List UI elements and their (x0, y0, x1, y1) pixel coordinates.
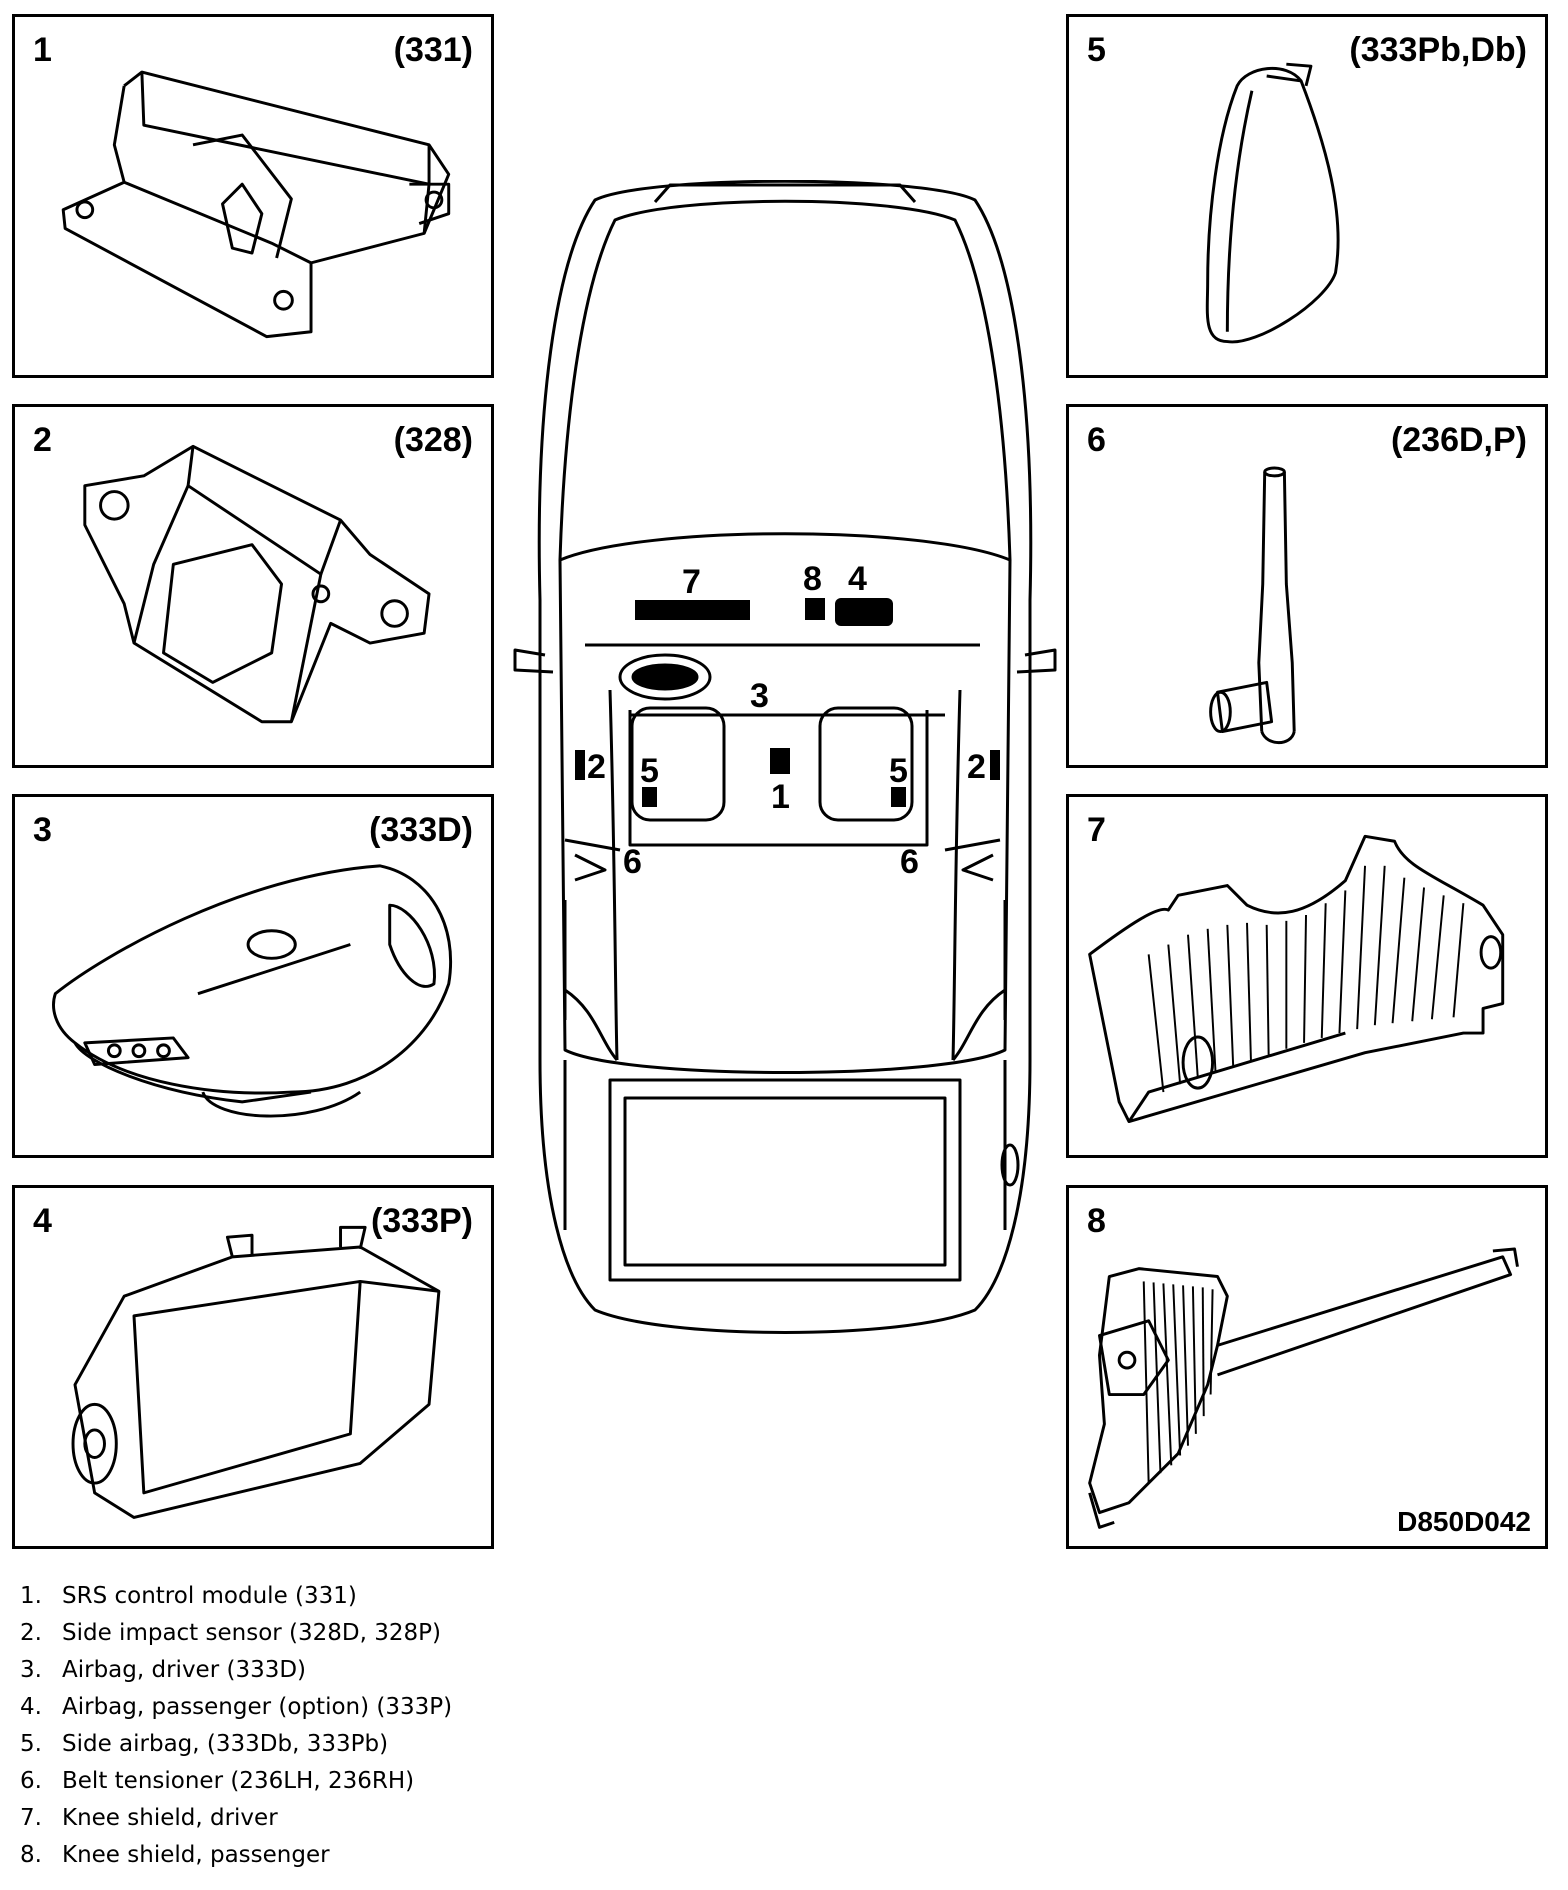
car-top-view-diagram: 7 8 4 3 2 2 5 5 1 6 6 (513, 180, 1057, 1334)
legend-text: Airbag, driver (333D) (62, 1657, 307, 1683)
legend-text: Knee shield, passenger (62, 1842, 330, 1868)
component-code: (236D,P) (1390, 421, 1527, 459)
legend-text: SRS control module (331) (62, 1583, 357, 1609)
legend-text: Side airbag, (333Db, 333Pb) (62, 1731, 389, 1757)
control-module-marker (770, 748, 790, 774)
side-sensor-right-marker (990, 750, 1000, 780)
component-code: (333Pb,Db) (1349, 31, 1527, 69)
panel-number: 3 (33, 811, 52, 849)
car-label-1: 1 (771, 778, 790, 816)
knee-shield-driver-marker (635, 600, 750, 620)
car-label-6-right: 6 (900, 843, 919, 881)
component-code: (328) (393, 421, 473, 459)
car-label-6-left: 6 (623, 843, 642, 881)
component-panel-8: 8 D850D042 (1066, 1185, 1548, 1549)
legend-number: 7. (20, 1805, 42, 1831)
passenger-airbag-marker (835, 598, 893, 626)
legend-number: 5. (20, 1731, 42, 1757)
component-code: (331) (393, 31, 473, 69)
panel-number: 7 (1087, 811, 1106, 849)
legend-number: 2. (20, 1620, 42, 1646)
side-impact-sensor-drawing (83, 444, 431, 724)
legend-item: 3. Airbag, driver (333D) (20, 1652, 452, 1689)
figure-reference: D850D042 (1397, 1506, 1531, 1537)
panel-number: 4 (33, 1202, 52, 1240)
car-label-5-left: 5 (640, 752, 659, 790)
component-code: (333D) (369, 811, 473, 849)
driver-airbag-drawing (52, 864, 453, 1118)
component-code: (333P) (370, 1202, 473, 1240)
legend-item: 7. Knee shield, driver (20, 1800, 452, 1837)
legend-item: 4. Airbag, passenger (option) (333P) (20, 1689, 452, 1726)
car-label-2-right: 2 (967, 748, 986, 786)
panel-number: 1 (33, 31, 52, 69)
legend-text: Airbag, passenger (option) (333P) (62, 1694, 453, 1720)
car-label-8: 8 (803, 560, 822, 598)
legend-number: 6. (20, 1768, 42, 1794)
legend-number: 3. (20, 1657, 42, 1683)
knee-shield-passenger-drawing (1088, 1247, 1519, 1529)
car-label-5-right: 5 (889, 752, 908, 790)
legend-number: 4. (20, 1694, 42, 1720)
panel-number: 2 (33, 421, 52, 459)
knee-shield-passenger-marker (805, 598, 825, 620)
panel-number: 6 (1087, 421, 1106, 459)
passenger-airbag-drawing (71, 1225, 441, 1519)
component-panel-6: 6 (236D,P) (1066, 404, 1548, 768)
legend-text: Side impact sensor (328D, 328P) (62, 1620, 441, 1646)
component-panel-2: 2 (328) (12, 404, 494, 768)
component-panel-5: 5 (333Pb,Db) (1066, 14, 1548, 378)
srs-control-module-drawing (61, 70, 451, 339)
knee-shield-driver-drawing (1088, 834, 1505, 1124)
panel-number: 8 (1087, 1202, 1106, 1240)
car-label-3: 3 (750, 677, 769, 715)
component-legend: 1. SRS control module (331) 2. Side impact… (20, 1578, 452, 1874)
component-panel-7: 7 (1066, 794, 1548, 1158)
legend-item: 2. Side impact sensor (328D, 328P) (20, 1615, 452, 1652)
panel-number: 5 (1087, 31, 1106, 69)
component-panel-4: 4 (333P) (12, 1185, 494, 1549)
car-label-7: 7 (682, 563, 701, 601)
legend-number: 8. (20, 1842, 42, 1868)
car-label-4: 4 (848, 560, 867, 598)
legend-item: 6. Belt tensioner (236LH, 236RH) (20, 1763, 452, 1800)
side-sensor-left-marker (575, 750, 585, 780)
component-panel-1: 1 (331) (12, 14, 494, 378)
legend-text: Belt tensioner (236LH, 236RH) (62, 1768, 415, 1794)
legend-text: Knee shield, driver (62, 1805, 278, 1831)
component-panel-3: 3 (333D) (12, 794, 494, 1158)
legend-number: 1. (20, 1583, 42, 1609)
legend-item: 5. Side airbag, (333Db, 333Pb) (20, 1726, 452, 1763)
side-airbag-left-marker (642, 787, 657, 807)
side-airbag-right-marker (891, 787, 906, 807)
belt-tensioner-drawing (1209, 466, 1296, 745)
legend-item: 1. SRS control module (331) (20, 1578, 452, 1615)
side-airbag-drawing (1205, 62, 1340, 344)
legend-item: 8. Knee shield, passenger (20, 1837, 452, 1874)
car-label-2-left: 2 (587, 748, 606, 786)
